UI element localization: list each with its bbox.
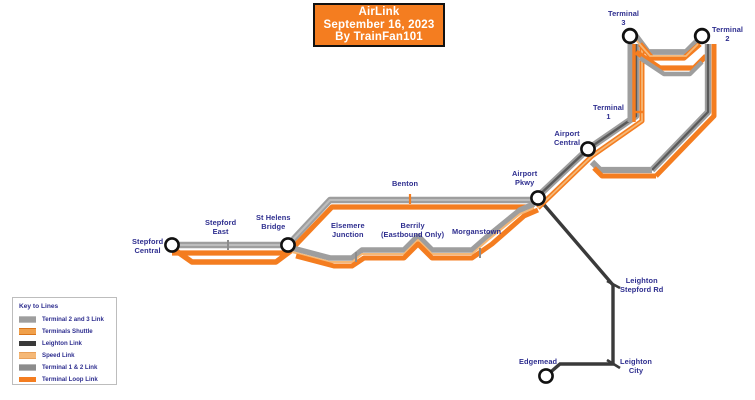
line-terminal-loop-link-south-corridor: [295, 207, 539, 269]
station-label-leighton-stepford-rd: Leighton Stepford Rd: [620, 276, 664, 294]
line-terminal-loop-bottom: [589, 159, 656, 179]
line-terminal-loop-left: [627, 44, 636, 122]
legend-swatch-terminal-loop-link: [19, 377, 36, 382]
line-terminal-2-and-3-link-south: [291, 201, 536, 261]
legend-label-terminal-loop-link: Terminal Loop Link: [42, 376, 98, 383]
station-label-stepford-east: Stepford East: [205, 218, 237, 236]
map-author: By TrainFan101: [335, 31, 423, 44]
legend-label-speed-link: Speed Link: [42, 352, 75, 359]
line-terminal-1-and-2-link: [172, 198, 534, 247]
legend-swatch-speed-link: [19, 352, 36, 359]
station-label-berrily: Berrily (Eastbound Only): [381, 221, 445, 239]
station-label-stepford-central: Stepford Central: [132, 237, 164, 255]
legend-title: Key to Lines: [19, 303, 59, 310]
station-label-terminal-1: Terminal 1: [593, 103, 625, 121]
station-label-airport-pkwy: Airport Pkwy: [512, 169, 538, 187]
station-label-st-helens-bridge: St Helens Bridge: [256, 213, 291, 231]
line-terminal-loop-link-south: [170, 245, 294, 265]
line-leighton-link: [538, 198, 615, 378]
line-terminal-loop-link-north: [172, 204, 534, 256]
legend-item-terminals-shuttle[interactable]: Terminals Shuttle: [19, 326, 110, 337]
station-label-edgemead: Edgemead: [519, 357, 558, 366]
legend-label-terminal-2-and-3-link: Terminal 2 and 3 Link: [42, 316, 104, 323]
station-label-terminal-2: Terminal 2: [712, 25, 744, 43]
legend-swatch-terminals-shuttle: [19, 328, 36, 335]
line-terminal-loop-inner: [634, 49, 708, 77]
legend-swatch-leighton-link: [19, 341, 36, 346]
station-label-morganstown: Morganstown: [452, 227, 502, 236]
legend-label-terminals-shuttle: Terminals Shuttle: [42, 328, 93, 335]
legend-panel: Key to Lines Terminal 2 and 3 Link Termi…: [12, 297, 117, 385]
legend-item-terminal-2-and-3-link[interactable]: Terminal 2 and 3 Link: [19, 314, 110, 325]
line-terminal-loop-right: [649, 44, 717, 178]
line-speed-link-south: [291, 207, 535, 263]
map-title: AirLink: [358, 5, 400, 18]
station-label-airport-central: Airport Central: [554, 129, 581, 147]
map-date: September 16, 2023: [323, 18, 435, 31]
legend-item-terminal-1-and-2-link[interactable]: Terminal 1 & 2 Link: [19, 362, 110, 373]
line-terminal-loop-top: [633, 34, 702, 61]
legend-label-terminal-1-and-2-link: Terminal 1 & 2 Link: [42, 364, 98, 371]
map-title-box: AirLink September 16, 2023 By TrainFan10…: [313, 3, 445, 47]
legend-label-leighton-link: Leighton Link: [42, 340, 82, 347]
legend-item-terminal-loop-link[interactable]: Terminal Loop Link: [19, 374, 110, 385]
station-label-terminal-3: Terminal 3: [608, 9, 640, 27]
station-label-elsemere-junction: Elsemere Junction: [331, 221, 365, 239]
legend-item-leighton-link[interactable]: Leighton Link: [19, 338, 110, 349]
tick-stations: [227, 110, 644, 370]
line-bundle-airport-diagonal: [531, 44, 645, 210]
station-label-benton: Benton: [392, 179, 419, 188]
legend-swatch-terminal-2-and-3-link: [19, 316, 36, 323]
legend-swatch-terminal-1-and-2-link: [19, 364, 36, 371]
legend-item-speed-link[interactable]: Speed Link: [19, 350, 110, 361]
interchange-circles: [164, 27, 711, 384]
station-label-leighton-city: Leighton City: [620, 357, 652, 375]
